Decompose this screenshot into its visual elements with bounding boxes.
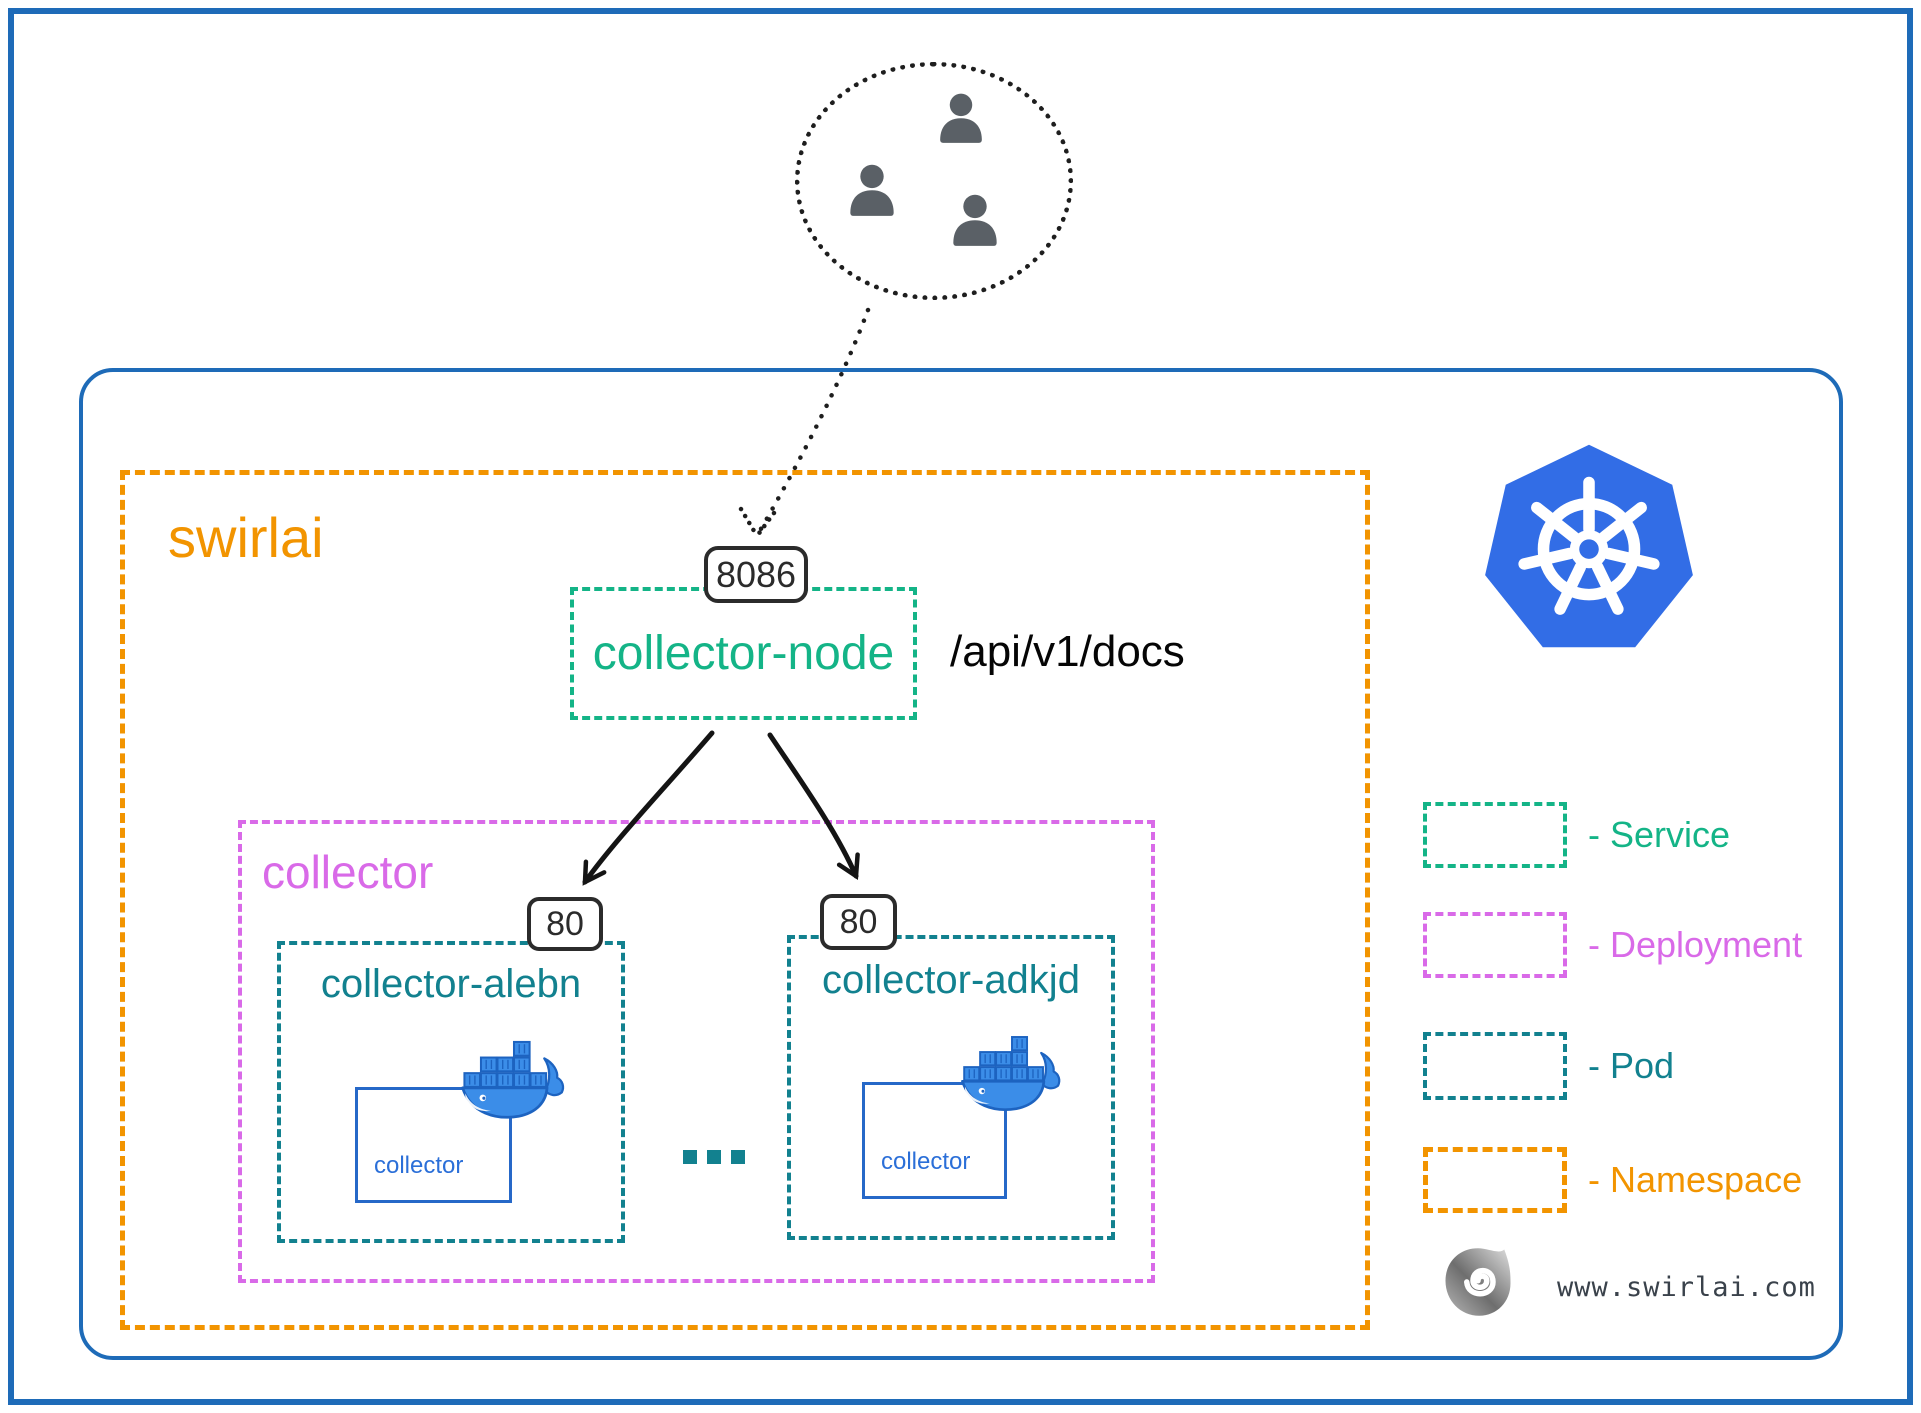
docker-whale-icon <box>958 1035 1066 1124</box>
legend-label: - Service <box>1588 814 1731 855</box>
user-icon <box>936 84 986 150</box>
kubernetes-cluster-boundary <box>79 368 1843 1360</box>
container-label: collector <box>374 1152 464 1179</box>
service-port-badge: 8086 <box>704 546 808 603</box>
kubernetes-logo-icon <box>1478 440 1700 656</box>
user-icon <box>846 155 898 223</box>
namespace-box <box>120 470 1370 1330</box>
legend-item-service: - Service <box>1423 802 1730 868</box>
legend-item-namespace: - Namespace <box>1423 1147 1802 1213</box>
users-group-ellipse <box>795 62 1073 300</box>
user-icon <box>949 185 1001 253</box>
legend-swatch-pod <box>1423 1032 1567 1100</box>
legend-label: - Namespace <box>1588 1159 1803 1200</box>
pod-box-collector-adkjd <box>787 935 1115 1240</box>
ellipsis-dot <box>707 1150 721 1164</box>
deployment-label: collector <box>262 846 434 898</box>
pod-box-collector-alebn <box>277 941 625 1243</box>
pod-port-badge: 80 <box>820 894 897 950</box>
service-label: collector-node <box>592 627 895 680</box>
ellipsis-dot <box>731 1150 745 1164</box>
docker-whale-icon <box>458 1040 570 1132</box>
legend-swatch-service <box>1423 802 1567 868</box>
namespace-label: swirlai <box>168 506 324 569</box>
legend-label: - Pod <box>1588 1045 1675 1086</box>
legend-label: - Deployment <box>1588 924 1803 965</box>
pod-label: collector-adkjd <box>822 958 1080 1002</box>
legend-swatch-deployment <box>1423 912 1567 978</box>
website-url: www.swirlai.com <box>1557 1272 1816 1303</box>
pod-port-badge: 80 <box>527 897 603 951</box>
pod-label: collector-alebn <box>320 962 582 1006</box>
legend-swatch-namespace <box>1423 1147 1567 1213</box>
container-label: collector <box>881 1148 971 1175</box>
scaling-ellipsis: ... <box>683 1150 745 1164</box>
outer-frame <box>8 8 1913 1405</box>
swirlai-logo-icon <box>1438 1238 1518 1326</box>
ellipsis-dot <box>683 1150 697 1164</box>
legend-item-deployment: - Deployment <box>1423 912 1802 978</box>
api-route-label: /api/v1/docs <box>950 627 1185 676</box>
service-box: collector-node <box>570 587 917 720</box>
legend-item-pod: - Pod <box>1423 1032 1674 1100</box>
